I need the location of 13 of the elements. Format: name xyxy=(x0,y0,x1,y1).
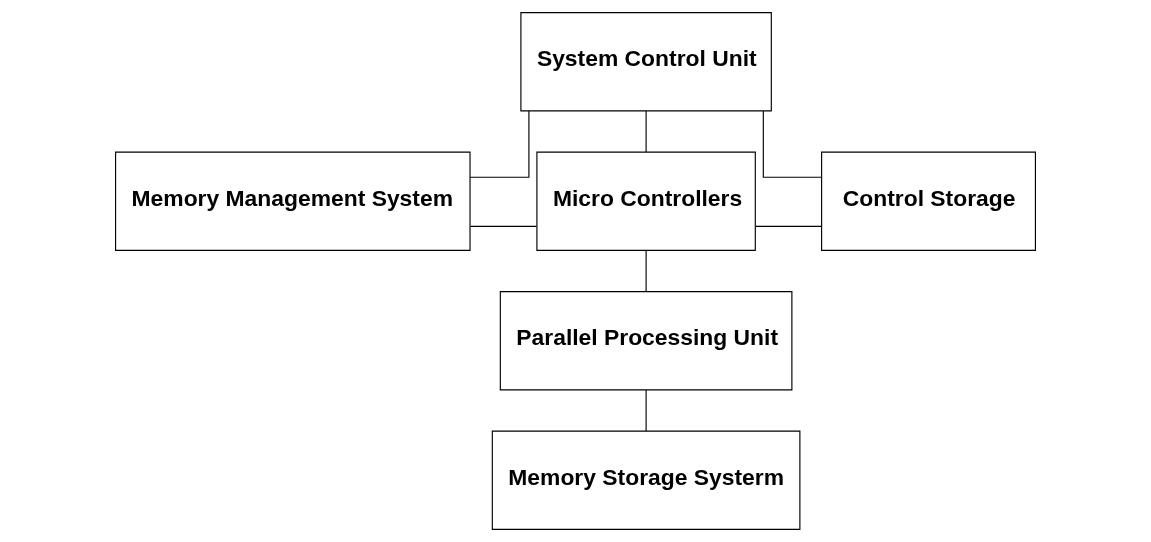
connector xyxy=(469,225,538,227)
node-box: Parallel Processing Unit xyxy=(499,291,793,391)
connector xyxy=(645,249,647,293)
node-box: Control Storage xyxy=(821,151,1036,251)
connector xyxy=(469,110,530,178)
node-box: System Control Unit xyxy=(520,12,772,112)
connector xyxy=(645,110,647,153)
connector xyxy=(755,225,822,227)
connector xyxy=(645,389,647,432)
node-box: Memory Management System xyxy=(115,151,471,251)
node-box: Memory Storage Systerm xyxy=(491,430,801,530)
node-box: Micro Controllers xyxy=(536,151,756,251)
connector xyxy=(762,110,823,178)
